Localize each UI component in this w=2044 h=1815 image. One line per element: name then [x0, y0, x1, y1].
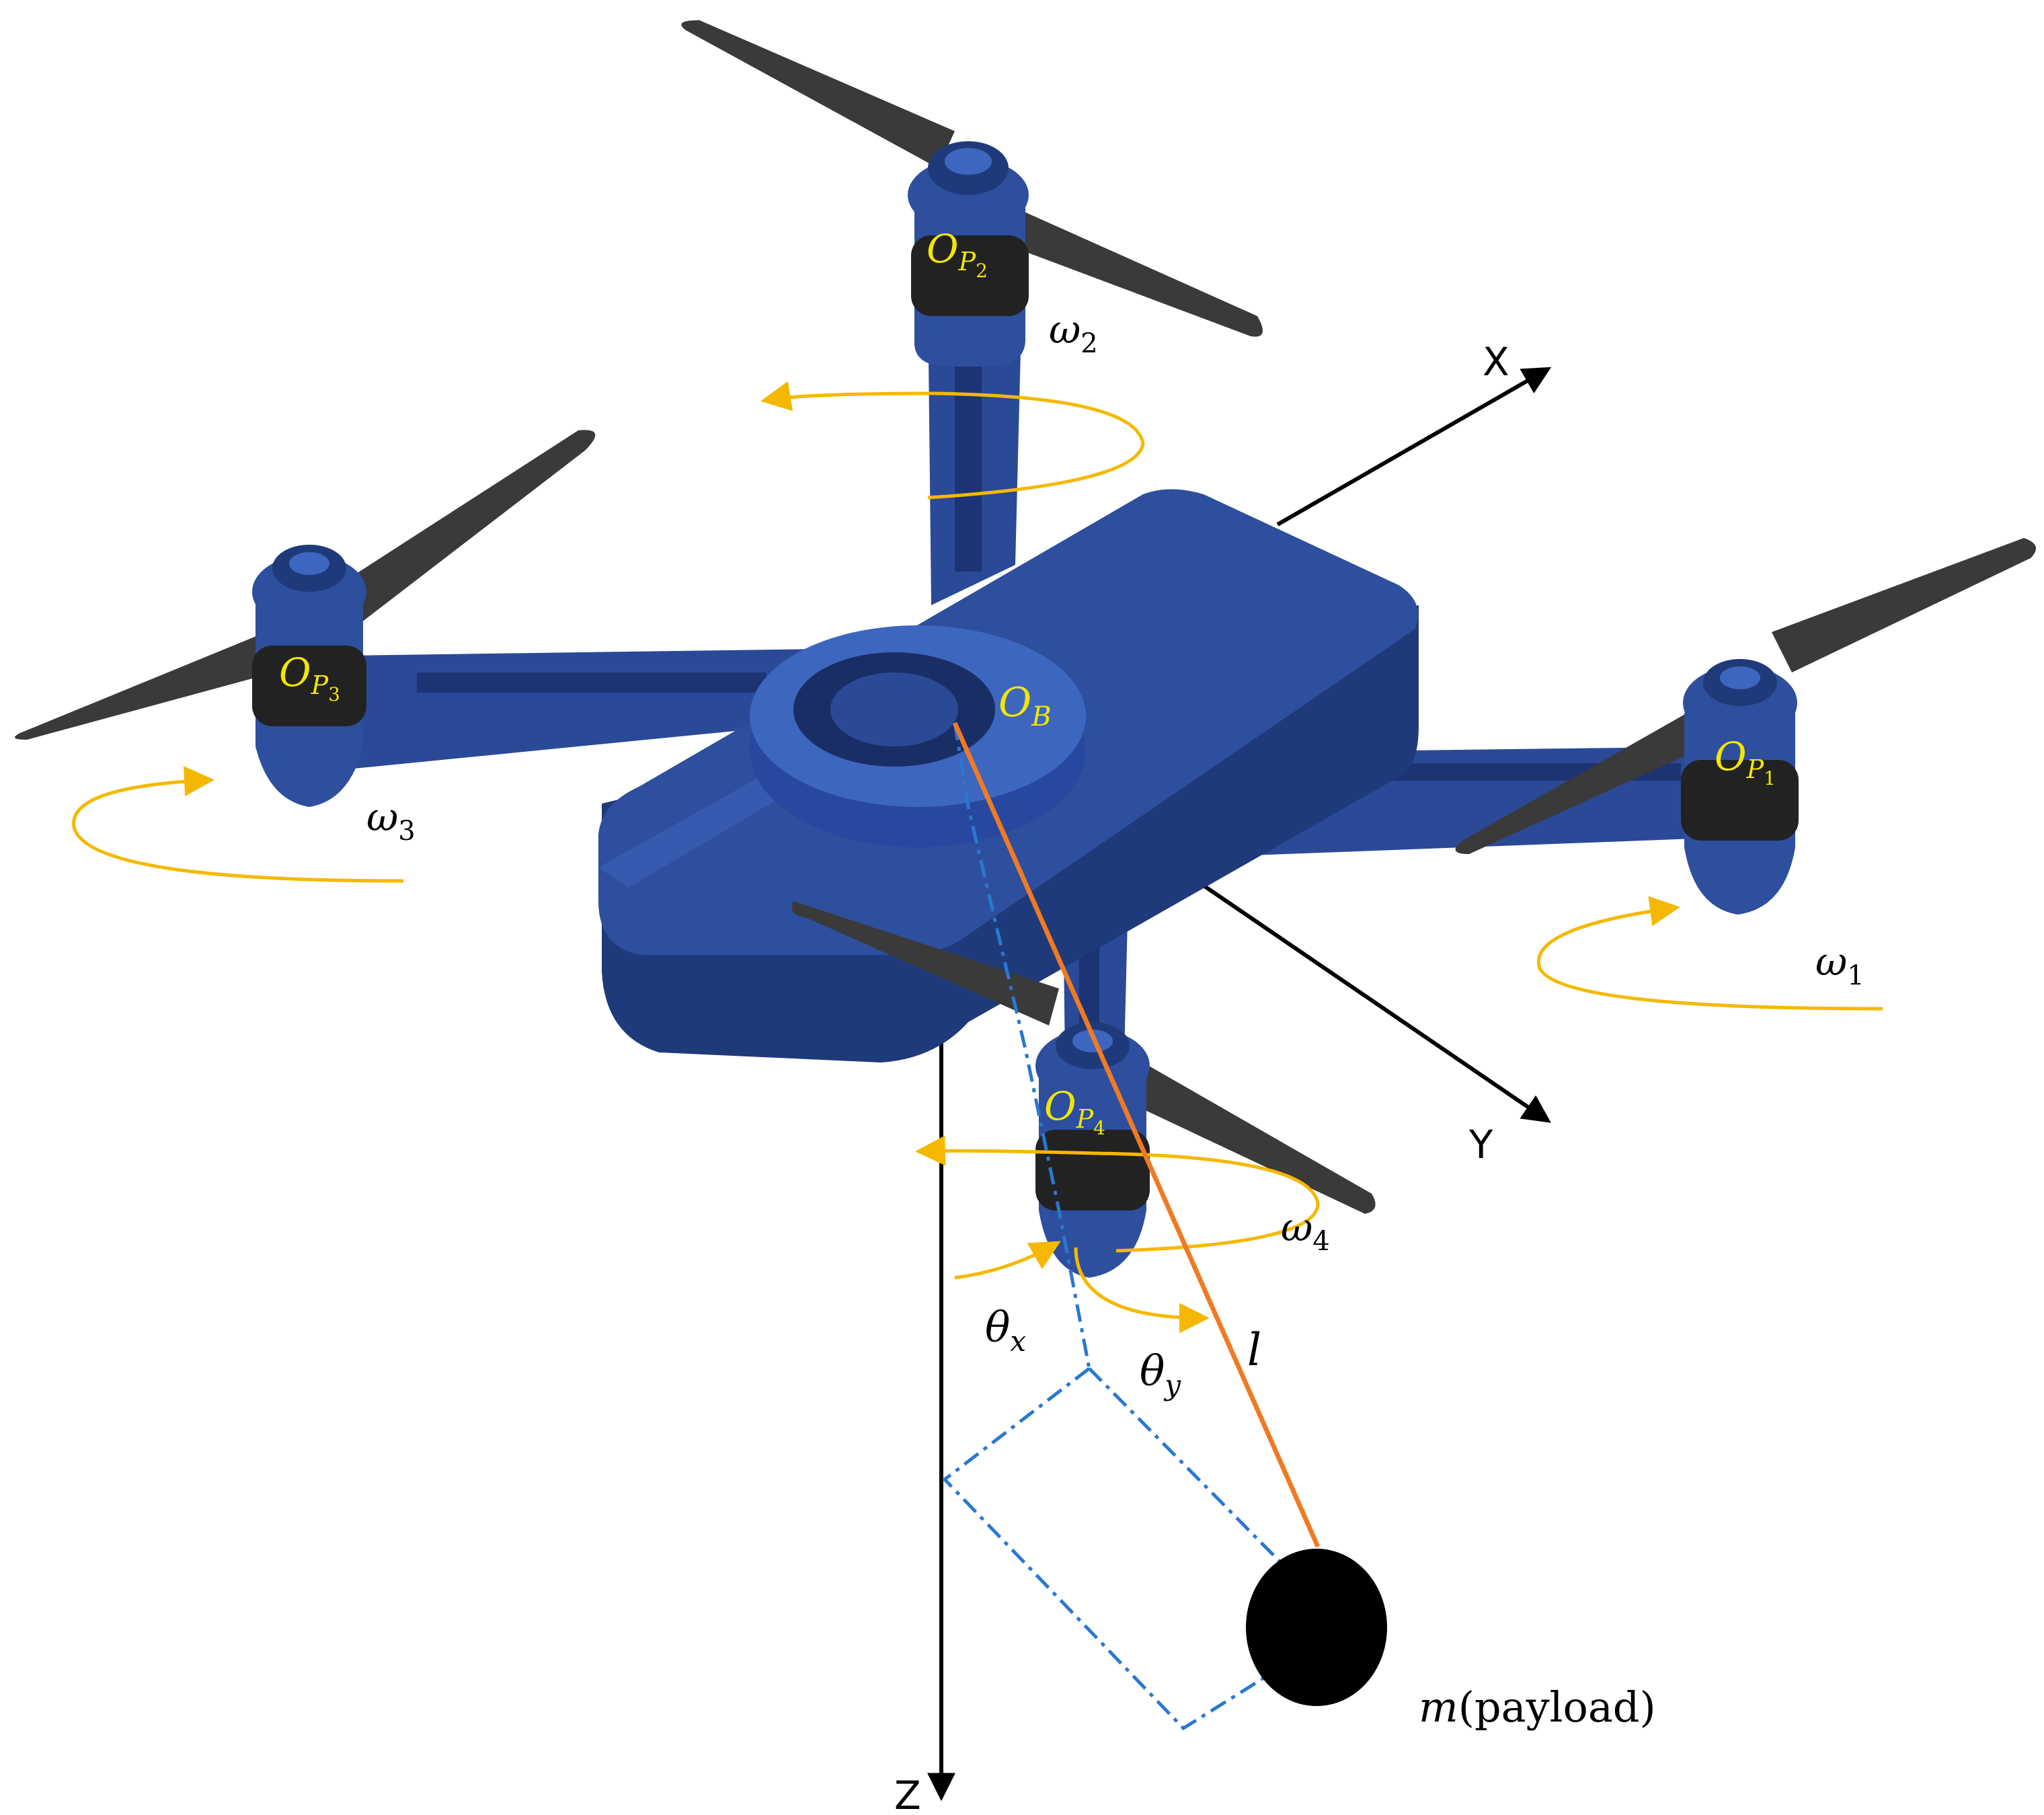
blade-p4-a [791, 901, 1059, 1026]
drone-body [598, 489, 1419, 1063]
rotor-p4 [791, 901, 1376, 1278]
label-omega3: ω3 [366, 794, 416, 847]
labels: X Y Z OB OP1 OP2 OP3 OP4 ω1 ω2 ω3 ω4 [279, 226, 1864, 1815]
blade-p1-b [1455, 699, 1728, 854]
blade-p2-a [681, 20, 955, 168]
label-payload: m(payload) [1419, 1683, 1656, 1732]
z-axis-label: Z [894, 1773, 921, 1815]
label-op4: OP4 [1044, 1083, 1105, 1139]
theta-x-arrow [954, 1241, 1061, 1280]
rotation-arrow-2 [760, 381, 1145, 500]
x-axis-label: X [1483, 339, 1509, 385]
rotation-arrow-1 [1536, 896, 1883, 1011]
camera-lens [830, 672, 958, 746]
label-omega4: ω4 [1281, 1204, 1330, 1257]
motor-band-p4 [1035, 1130, 1150, 1210]
blade-p3-b [15, 625, 299, 740]
label-theta-y: θy [1140, 1346, 1181, 1401]
label-ob: OB [998, 679, 1052, 732]
rotor-p1 [1455, 538, 2036, 915]
motor-band-p2 [911, 235, 1029, 316]
rotation-arrow-3 [72, 766, 404, 883]
blade-p4-b [1130, 1063, 1376, 1214]
label-op3: OP3 [279, 650, 340, 705]
blade-p1-a [1772, 538, 2036, 672]
projection-from-body [953, 722, 1091, 1369]
label-theta-x: θx [985, 1303, 1026, 1358]
x-axis [1276, 366, 1552, 527]
rotor-p2 [681, 20, 1263, 366]
rotor-p3 [15, 430, 596, 807]
label-op2: OP2 [927, 226, 988, 282]
motor-band-p1 [1681, 760, 1799, 841]
theta-y-arrow [1074, 1247, 1210, 1334]
cable [952, 722, 1321, 1548]
label-omega1: ω1 [1815, 939, 1864, 991]
y-axis [1195, 879, 1551, 1123]
label-cable-length: l [1247, 1324, 1261, 1376]
motor-band-p3 [252, 646, 366, 726]
payload-mass [1246, 1549, 1387, 1706]
label-op1: OP1 [1715, 734, 1776, 789]
rotation-arrow-4 [915, 1135, 1320, 1253]
y-axis-label: Y [1468, 1122, 1493, 1167]
blade-p2-b [982, 202, 1263, 337]
rotation-arrows [72, 381, 1883, 1334]
label-omega2: ω2 [1049, 307, 1098, 359]
